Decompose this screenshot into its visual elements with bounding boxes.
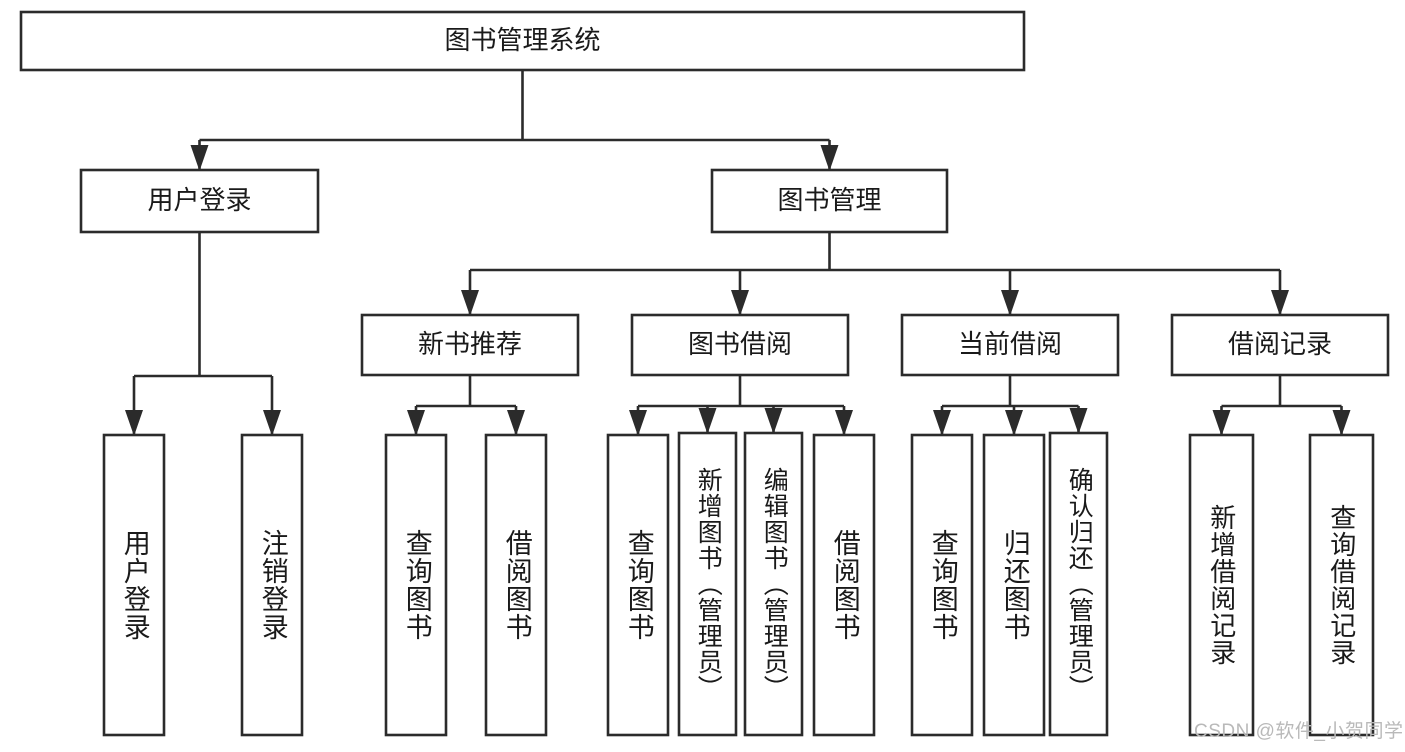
node-box-current-borrow[interactable]: [900, 313, 1120, 377]
node-box-leaf-query-record[interactable]: [1308, 433, 1375, 737]
node-box-leaf-user-login[interactable]: [102, 433, 166, 737]
node-box-leaf-borrow-book-2[interactable]: [812, 433, 876, 737]
node-box-leaf-query-book-2[interactable]: [606, 433, 670, 737]
arrow-head-current-borrow-1: [1005, 410, 1023, 436]
node-box-leaf-borrow-book-1[interactable]: [484, 433, 548, 737]
arrow-head-root-0: [190, 145, 209, 171]
node-box-leaf-query-book-3[interactable]: [910, 433, 974, 737]
node-label-user-login: 用户登录: [147, 185, 251, 215]
node-box-leaf-add-record[interactable]: [1188, 433, 1255, 737]
node-box-user-login[interactable]: [79, 168, 320, 234]
arrow-head-borrow-record-1: [1332, 410, 1351, 436]
connectors-layer: [125, 70, 1351, 436]
arrow-head-bookmanage-3: [1271, 290, 1289, 316]
node-label-borrow-record: 借阅记录: [1228, 329, 1332, 359]
node-label-new-book-rec: 新书推荐: [418, 329, 522, 359]
arrow-head-bookmanage-1: [731, 290, 749, 316]
node-label-root: 图书管理系统: [444, 25, 600, 55]
node-label-book-manage: 图书管理: [777, 185, 881, 215]
arrow-head-user-login-1: [263, 410, 281, 436]
node-box-leaf-edit-book[interactable]: [743, 431, 804, 737]
node-box-leaf-add-book[interactable]: [677, 431, 738, 737]
node-box-borrow-record[interactable]: [1170, 313, 1390, 377]
node-box-new-book-rec[interactable]: [360, 313, 580, 377]
node-box-leaf-confirm-return[interactable]: [1048, 431, 1109, 737]
csdn-watermark: CSDN @软件_小贺同学: [1194, 721, 1404, 742]
arrow-head-bookmanage-0: [461, 290, 479, 316]
arrow-head-bookmanage-2: [1001, 290, 1019, 316]
node-box-leaf-return-book[interactable]: [982, 433, 1046, 737]
arrow-head-root-1: [820, 145, 839, 171]
node-box-leaf-user-logout[interactable]: [240, 433, 304, 737]
node-box-root[interactable]: [19, 10, 1026, 72]
boxes-layer: [19, 10, 1390, 737]
arrow-head-user-login-0: [125, 410, 143, 436]
arrow-head-new-book-rec-1: [507, 410, 525, 436]
node-label-current-borrow: 当前借阅: [958, 329, 1062, 359]
node-box-leaf-query-book-1[interactable]: [384, 433, 448, 737]
arrow-head-current-borrow-0: [933, 410, 951, 436]
arrow-head-book-borrow-2: [764, 408, 783, 434]
arrow-head-book-borrow-3: [835, 410, 853, 436]
node-box-book-manage[interactable]: [710, 168, 949, 234]
arrow-head-book-borrow-0: [629, 410, 647, 436]
arrow-head-book-borrow-1: [698, 408, 717, 434]
arrow-head-new-book-rec-0: [407, 410, 425, 436]
node-label-book-borrow: 图书借阅: [688, 329, 792, 359]
node-box-book-borrow[interactable]: [630, 313, 850, 377]
arrow-head-current-borrow-2: [1069, 408, 1088, 434]
arrow-head-borrow-record-0: [1212, 410, 1231, 436]
